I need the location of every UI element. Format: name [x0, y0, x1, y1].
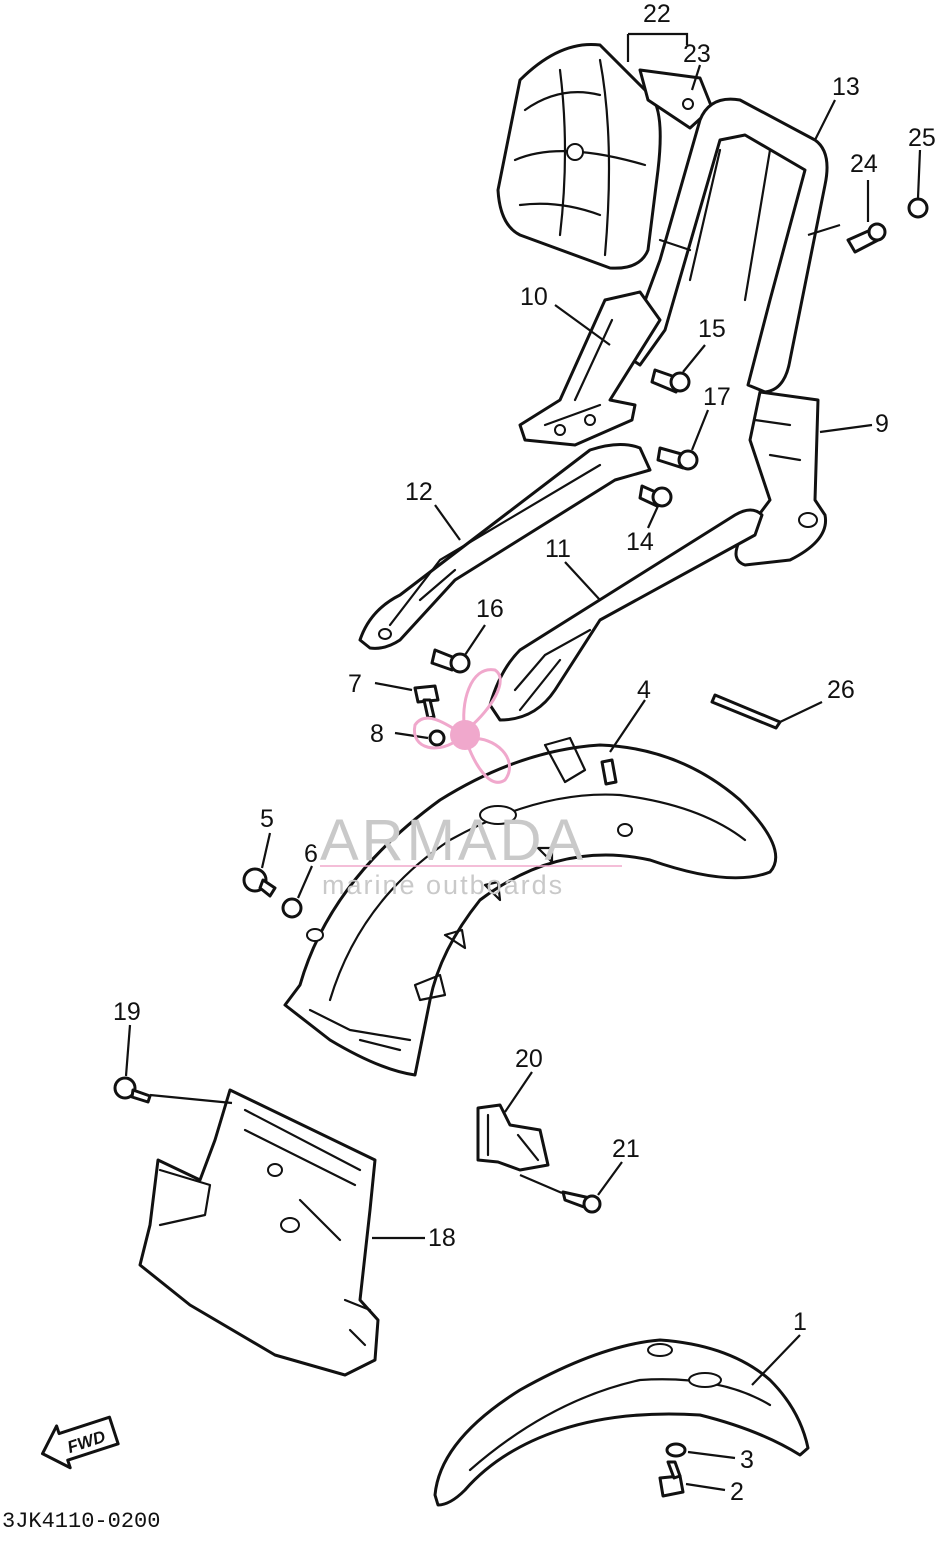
callout-11: 11 — [545, 535, 571, 563]
callout-25: 25 — [908, 124, 936, 152]
callout-13: 13 — [832, 73, 860, 101]
callout-8: 8 — [370, 720, 384, 748]
bolt-24 — [846, 222, 887, 254]
bolt-14 — [638, 484, 673, 508]
leader-lines — [124, 32, 922, 1492]
callout-21: 21 — [612, 1135, 640, 1163]
inner-fender — [138, 1088, 380, 1377]
washer-8 — [428, 729, 446, 747]
bolt-7 — [413, 684, 440, 720]
bolt-post-4 — [600, 758, 618, 786]
callout-23: 23 — [683, 40, 711, 68]
callout-24: 24 — [850, 150, 878, 178]
backrest-pad — [496, 42, 662, 270]
nut-6 — [281, 897, 303, 919]
bolt-17 — [656, 446, 699, 471]
callout-4: 4 — [637, 676, 651, 704]
callout-19: 19 — [113, 998, 141, 1026]
callout-7: 7 — [348, 670, 362, 698]
rail-left — [358, 443, 652, 650]
callout-9: 9 — [875, 410, 889, 438]
callout-26: 26 — [827, 676, 855, 704]
nut-25 — [907, 197, 929, 219]
callout-15: 15 — [698, 315, 726, 343]
callout-2: 2 — [730, 1478, 744, 1506]
bolt-2 — [658, 1460, 685, 1498]
callout-20: 20 — [515, 1045, 543, 1073]
trim-strip — [710, 693, 782, 730]
screw-21 — [561, 1190, 602, 1214]
rail-right — [488, 508, 764, 722]
bolt-5 — [242, 867, 277, 898]
bolt-19 — [113, 1076, 152, 1104]
propeller-logo-icon — [413, 668, 512, 784]
callout-1: 1 — [793, 1308, 807, 1336]
diagram-code: 3JK4110-0200 — [2, 1509, 160, 1534]
bolt-16 — [430, 648, 471, 674]
watermark-tagline: marine outboards — [322, 870, 564, 900]
callout-16: 16 — [476, 595, 504, 623]
callout-12: 12 — [405, 478, 433, 506]
callout-3: 3 — [740, 1446, 754, 1474]
callout-labels: 1 2 3 4 5 6 7 8 9 10 11 12 13 14 15 16 1… — [113, 0, 936, 1506]
callout-6: 6 — [304, 840, 318, 868]
callout-22: 22 — [643, 0, 671, 28]
callout-10: 10 — [520, 283, 548, 311]
callout-17: 17 — [703, 383, 731, 411]
callout-5: 5 — [260, 805, 274, 833]
bolt-15 — [650, 368, 691, 394]
clip-bracket — [476, 1103, 550, 1172]
callout-18: 18 — [428, 1224, 456, 1252]
front-fender — [433, 1338, 810, 1507]
callout-14: 14 — [626, 528, 654, 556]
nut-3 — [665, 1442, 687, 1458]
rear-fender — [283, 736, 778, 1077]
side-bracket-left — [518, 290, 662, 447]
backrest-frame — [623, 97, 829, 394]
watermark: ARMADA marine outboards — [320, 668, 622, 900]
forward-arrow-badge: FWD — [40, 1415, 120, 1470]
watermark-brand: ARMADA — [320, 808, 586, 873]
